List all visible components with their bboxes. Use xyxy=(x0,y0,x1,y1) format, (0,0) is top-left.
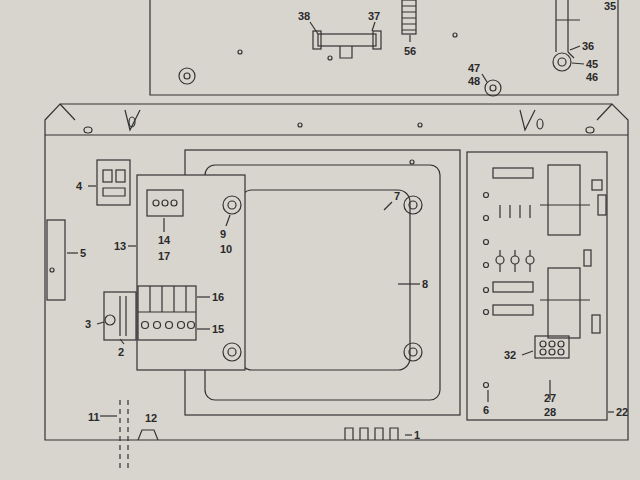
callout-number: 5 xyxy=(80,247,86,259)
callout-number: 15 xyxy=(212,323,224,335)
callout-number: 46 xyxy=(586,71,598,83)
callout-number: 3 xyxy=(85,318,91,330)
callout-number: 2 xyxy=(118,346,124,358)
callout-number: 12 xyxy=(145,412,157,424)
callout-number: 32 xyxy=(504,349,516,361)
callout-number: 35 xyxy=(604,0,616,12)
callout-number: 11 xyxy=(88,411,100,423)
callout-number: 13 xyxy=(114,240,126,252)
callout-number: 10 xyxy=(220,243,232,255)
callout-number: 17 xyxy=(158,250,170,262)
callout-number: 47 xyxy=(468,62,480,74)
callout-number: 36 xyxy=(582,40,594,52)
callout-number: 6 xyxy=(483,404,489,416)
callout-number: 38 xyxy=(298,10,310,22)
callout-number: 4 xyxy=(76,180,82,192)
callout-number: 27 xyxy=(544,392,556,404)
callout-number: 7 xyxy=(394,190,400,202)
callout-number: 22 xyxy=(616,406,628,418)
callout-number: 45 xyxy=(586,58,598,70)
callout-number: 1 xyxy=(414,429,420,441)
callout-number: 28 xyxy=(544,406,556,418)
callout-number: 8 xyxy=(422,278,428,290)
callout-number: 56 xyxy=(404,45,416,57)
callout-number: 14 xyxy=(158,234,170,246)
callout-number: 37 xyxy=(368,10,380,22)
callout-number: 9 xyxy=(220,228,226,240)
callout-number: 16 xyxy=(212,291,224,303)
callout-number: 48 xyxy=(468,75,480,87)
